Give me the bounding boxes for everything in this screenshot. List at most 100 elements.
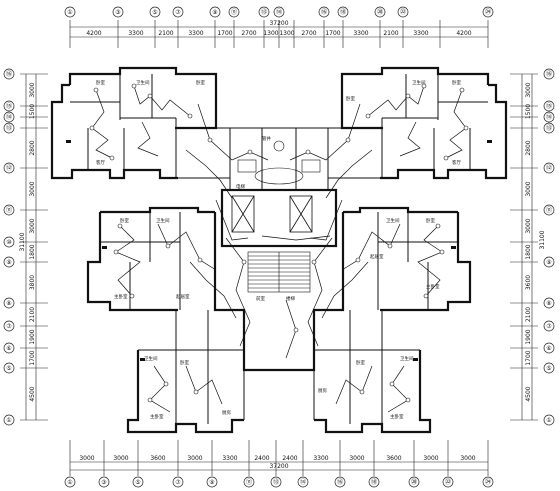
room-label: 卫生间 bbox=[144, 355, 158, 362]
axis-bubble: ㉒ bbox=[397, 6, 409, 18]
room-label: 客厅 bbox=[452, 159, 461, 166]
axis-label: ㉔ bbox=[485, 8, 491, 16]
axis-bubble: ① bbox=[543, 414, 555, 426]
overall-dimension: 37200 bbox=[269, 20, 288, 27]
dimension-text: 3300 bbox=[222, 455, 237, 462]
axis-label: ⑪ bbox=[6, 206, 12, 214]
axis-label: ① bbox=[67, 479, 72, 486]
elevator-shafts bbox=[231, 195, 313, 233]
right-dimensions: 3000 1500 2800 3000 3000 1800 3600 2100 … bbox=[525, 82, 546, 401]
axis-label: ⑫ bbox=[546, 164, 552, 172]
axis-bubble: ③ bbox=[112, 6, 124, 18]
room-label: 卫生间 bbox=[412, 79, 426, 86]
axis-bubble: ⑤ bbox=[3, 362, 15, 374]
dimension-text: 3000 bbox=[187, 455, 202, 462]
room-label: 主卧室 bbox=[390, 413, 404, 420]
axis-bubble: ⑦ bbox=[172, 6, 184, 18]
dimension-text: 3600 bbox=[525, 275, 532, 290]
exterior-walls bbox=[50, 66, 508, 434]
dimension-text: 3300 bbox=[413, 30, 428, 37]
top-dimension-lines bbox=[69, 20, 489, 48]
overall-dimension: 31100 bbox=[19, 232, 26, 251]
axis-label: ⑤ bbox=[546, 365, 551, 372]
room-label: 管井 bbox=[262, 135, 271, 142]
dimension-text: 3000 bbox=[29, 181, 36, 196]
axis-label: ⑪ bbox=[246, 478, 252, 486]
axis-label: ⑩ bbox=[6, 239, 11, 246]
axis-label: ① bbox=[67, 9, 72, 16]
axis-label: ⑬ bbox=[6, 124, 12, 132]
dimension-text: 1500 bbox=[525, 104, 532, 119]
dimension-text: 3000 bbox=[460, 455, 475, 462]
axis-label: ⑤ bbox=[152, 9, 157, 16]
axis-label: ⑬ bbox=[273, 478, 279, 486]
axis-bubble: ⑤ bbox=[132, 476, 144, 488]
dimension-text: 4200 bbox=[86, 30, 101, 37]
axis-label: ㉒ bbox=[445, 478, 451, 486]
room-label: 卧室 bbox=[96, 79, 105, 86]
axis-label: ⑨ bbox=[6, 259, 11, 266]
axis-bubble: ⑭ bbox=[3, 111, 15, 123]
axis-bubble: ① bbox=[64, 6, 76, 18]
axis-bubble: ⑨ bbox=[3, 256, 15, 268]
axis-bubble: ⑳ bbox=[408, 476, 420, 488]
axis-label: ⑱ bbox=[340, 8, 346, 16]
room-label: 厨房 bbox=[222, 409, 231, 416]
top-axis-bubbles: ① ③ ⑤ ⑦ ⑨ ⑪ ⑬ ⑭ ⑯ ⑱ ⑳ ㉒ ㉔ bbox=[64, 6, 494, 18]
dimension-text: 3000 bbox=[79, 455, 94, 462]
dimension-text: 3600 bbox=[386, 455, 401, 462]
dimension-text: 2400 bbox=[282, 455, 297, 462]
axis-bubble: ⑨ bbox=[206, 476, 218, 488]
room-label: 卧室 bbox=[120, 217, 129, 224]
left-dimension-lines bbox=[20, 73, 48, 421]
axis-label: ⑳ bbox=[411, 478, 417, 486]
axis-bubble: ⑱ bbox=[368, 476, 380, 488]
axis-label: ⑤ bbox=[135, 479, 140, 486]
axis-bubble: ⑪ bbox=[228, 6, 240, 18]
bottom-dimensions: 3000 3000 3600 3000 3300 2400 2400 3300 … bbox=[79, 455, 475, 470]
axis-label: ⑦ bbox=[546, 323, 552, 330]
axis-bubble: ⑪ bbox=[543, 204, 555, 216]
axis-label: ⑭ bbox=[6, 113, 12, 121]
axis-bubble: ⑬ bbox=[258, 6, 270, 18]
axis-bubble: ⑦ bbox=[172, 476, 184, 488]
axis-bubble: ⑧ bbox=[3, 297, 15, 309]
axis-bubble: ㉔ bbox=[482, 6, 494, 18]
room-label: 卫生间 bbox=[136, 79, 150, 86]
dimension-text: 2800 bbox=[525, 140, 532, 155]
dimension-text: 3800 bbox=[29, 275, 36, 290]
axis-label: ① bbox=[6, 417, 11, 424]
axis-bubble: ⑯ bbox=[318, 6, 330, 18]
dimension-text: 1900 bbox=[29, 329, 36, 344]
axis-label: ③ bbox=[101, 479, 106, 486]
dimension-text: 4500 bbox=[29, 386, 36, 401]
axis-label: ⑪ bbox=[231, 8, 237, 16]
axis-bubble: ⑪ bbox=[243, 476, 255, 488]
room-label: 卫生间 bbox=[156, 217, 170, 224]
room-label: 卧室 bbox=[180, 359, 189, 366]
room-label: 卧室 bbox=[356, 359, 365, 366]
right-dimension-lines bbox=[510, 73, 538, 421]
room-label: 主卧室 bbox=[114, 293, 128, 300]
room-label: 起居室 bbox=[176, 293, 190, 300]
axis-bubble: ⑭ bbox=[273, 6, 285, 18]
distribution-panels bbox=[66, 140, 492, 361]
axis-label: ⑮ bbox=[6, 102, 12, 110]
axis-label: ⑭ bbox=[300, 478, 306, 486]
dimension-text: 1800 bbox=[525, 244, 532, 259]
dimension-text: 3300 bbox=[188, 30, 203, 37]
right-axis-bubbles: ⑯ ⑮ ⑭ ⑬ ⑫ ⑪ ⑨ ⑧ ⑦ ⑥ ⑤ ① bbox=[543, 68, 555, 426]
dimension-text: 1900 bbox=[525, 329, 532, 344]
axis-label: ㉒ bbox=[400, 8, 406, 16]
top-dimensions: 37200 4200 3300 2100 3300 1700 2700 1300… bbox=[86, 20, 471, 37]
axis-bubble: ⑨ bbox=[543, 256, 555, 268]
dimension-text: 1300 bbox=[263, 30, 278, 37]
room-label: 楼梯 bbox=[286, 295, 295, 302]
axis-label: ⑱ bbox=[371, 478, 377, 486]
axis-label: ⑯ bbox=[546, 70, 552, 78]
axis-label: ⑨ bbox=[209, 479, 214, 486]
axis-label: ① bbox=[546, 417, 551, 424]
dimension-text: 2100 bbox=[29, 307, 36, 322]
dimension-text: 1700 bbox=[325, 30, 340, 37]
